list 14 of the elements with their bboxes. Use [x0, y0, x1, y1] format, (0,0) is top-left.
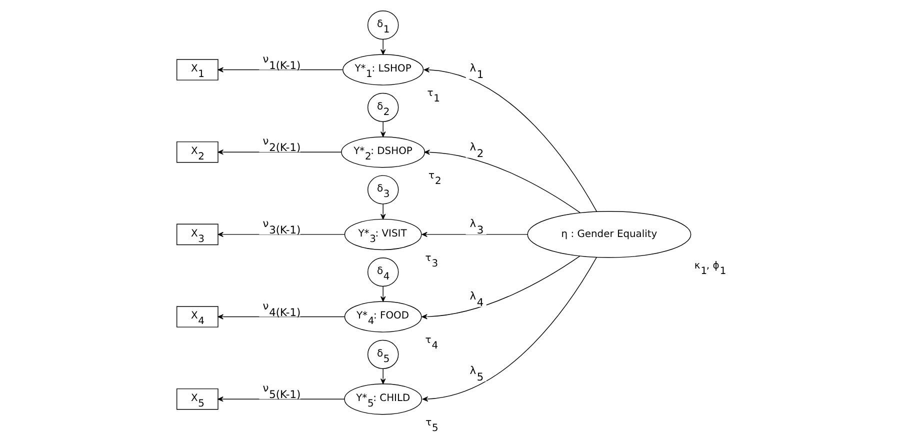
arrow: [421, 256, 580, 320]
arrow: [380, 368, 386, 384]
arrow: [380, 38, 386, 55]
arrow: [422, 257, 596, 402]
arrow: [421, 232, 528, 238]
arrow: [380, 204, 386, 220]
node-ellipse: η : Gender Equality: [526, 211, 691, 258]
arrow: [217, 396, 344, 402]
arrow: [380, 286, 386, 302]
arrow: [380, 121, 386, 138]
arrow: [423, 67, 597, 212]
arrow: [217, 150, 342, 155]
arrow: [424, 150, 580, 214]
arrow: [217, 232, 344, 238]
